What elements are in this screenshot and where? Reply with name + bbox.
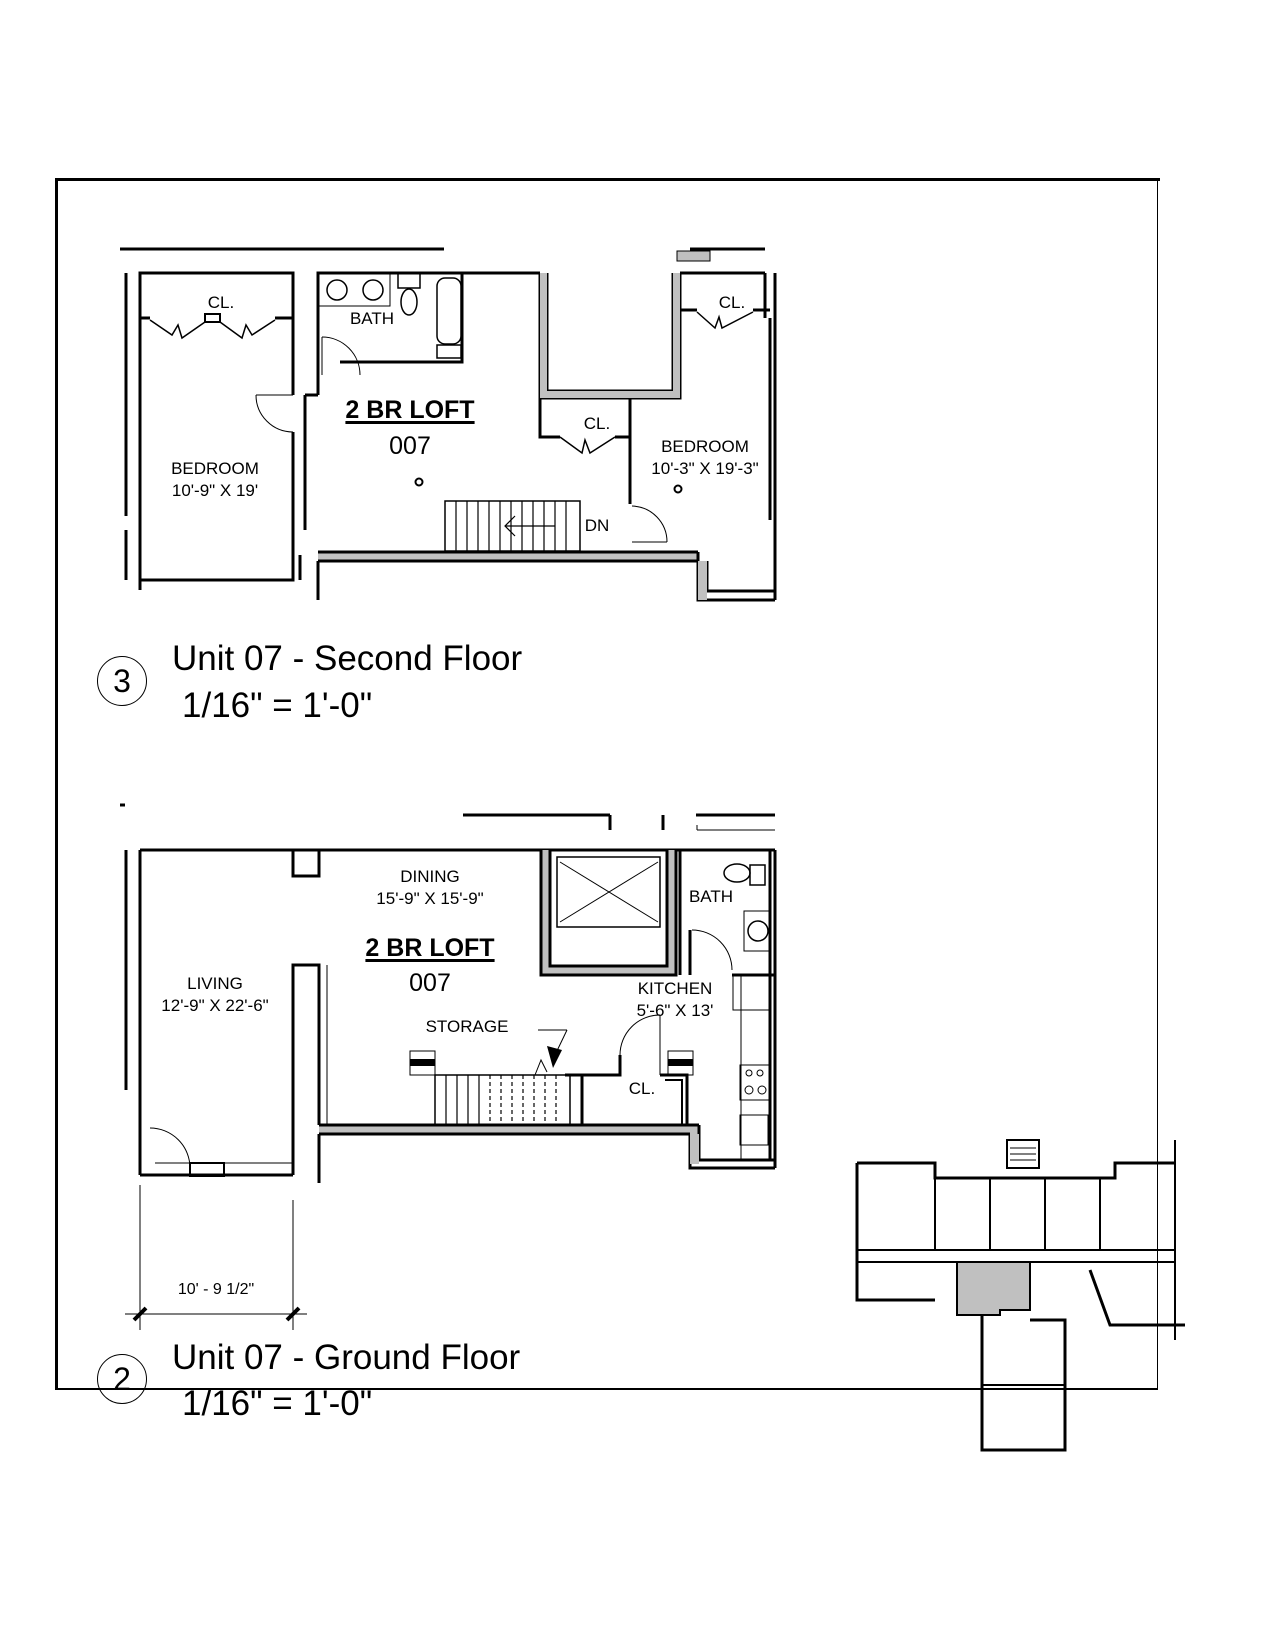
room-label-living: LIVING	[187, 974, 243, 993]
dimension-label: 10' - 9 1/2"	[177, 1281, 255, 1298]
sheet-border-left	[55, 178, 58, 1390]
room-dims-kitchen: 5'-6" X 13'	[636, 1001, 714, 1020]
room-label-bedroom: BEDROOM	[171, 459, 259, 478]
view-number-badge: 3	[97, 656, 147, 706]
room-label-closet: CL.	[583, 414, 611, 433]
room-dims-dining: 15'-9" X 15'-9"	[376, 889, 484, 908]
room-label-kitchen: KITCHEN	[637, 979, 713, 998]
room-label-closet: CL.	[207, 293, 235, 312]
room-label-bath: BATH	[349, 309, 395, 328]
room-label-dining: DINING	[400, 867, 460, 886]
stair-direction-label: DN	[584, 516, 610, 535]
room-label-bath: BATH	[688, 887, 734, 906]
unit-number-label: 007	[389, 432, 431, 460]
unit-number-label: 007	[409, 969, 451, 997]
view-scale: 1/16" = 1'-0"	[182, 1384, 373, 1423]
view-title: Unit 07 - Second Floor	[172, 639, 523, 678]
unit-type-label: 2 BR LOFT	[345, 396, 475, 424]
room-label-bedroom: BEDROOM	[661, 437, 749, 456]
room-label-closet: CL.	[718, 293, 746, 312]
key-plan	[855, 1139, 1185, 1452]
view-title: Unit 07 - Ground Floor	[172, 1338, 521, 1377]
view-number-badge: 2	[97, 1354, 147, 1404]
room-label-storage: STORAGE	[425, 1017, 509, 1036]
sheet-border-right	[1157, 178, 1158, 1390]
room-dims-living: 12'-9" X 22'-6"	[161, 996, 269, 1015]
room-label-closet: CL.	[628, 1079, 656, 1098]
sheet-border-bottom	[55, 1388, 1158, 1390]
view-scale: 1/16" = 1'-0"	[182, 686, 373, 725]
sheet-border-top	[55, 178, 1160, 181]
room-dims-bedroom: 10'-9" X 19'	[171, 481, 259, 500]
room-dims-bedroom: 10'-3" X 19'-3"	[651, 459, 759, 478]
unit-type-label: 2 BR LOFT	[365, 934, 495, 962]
